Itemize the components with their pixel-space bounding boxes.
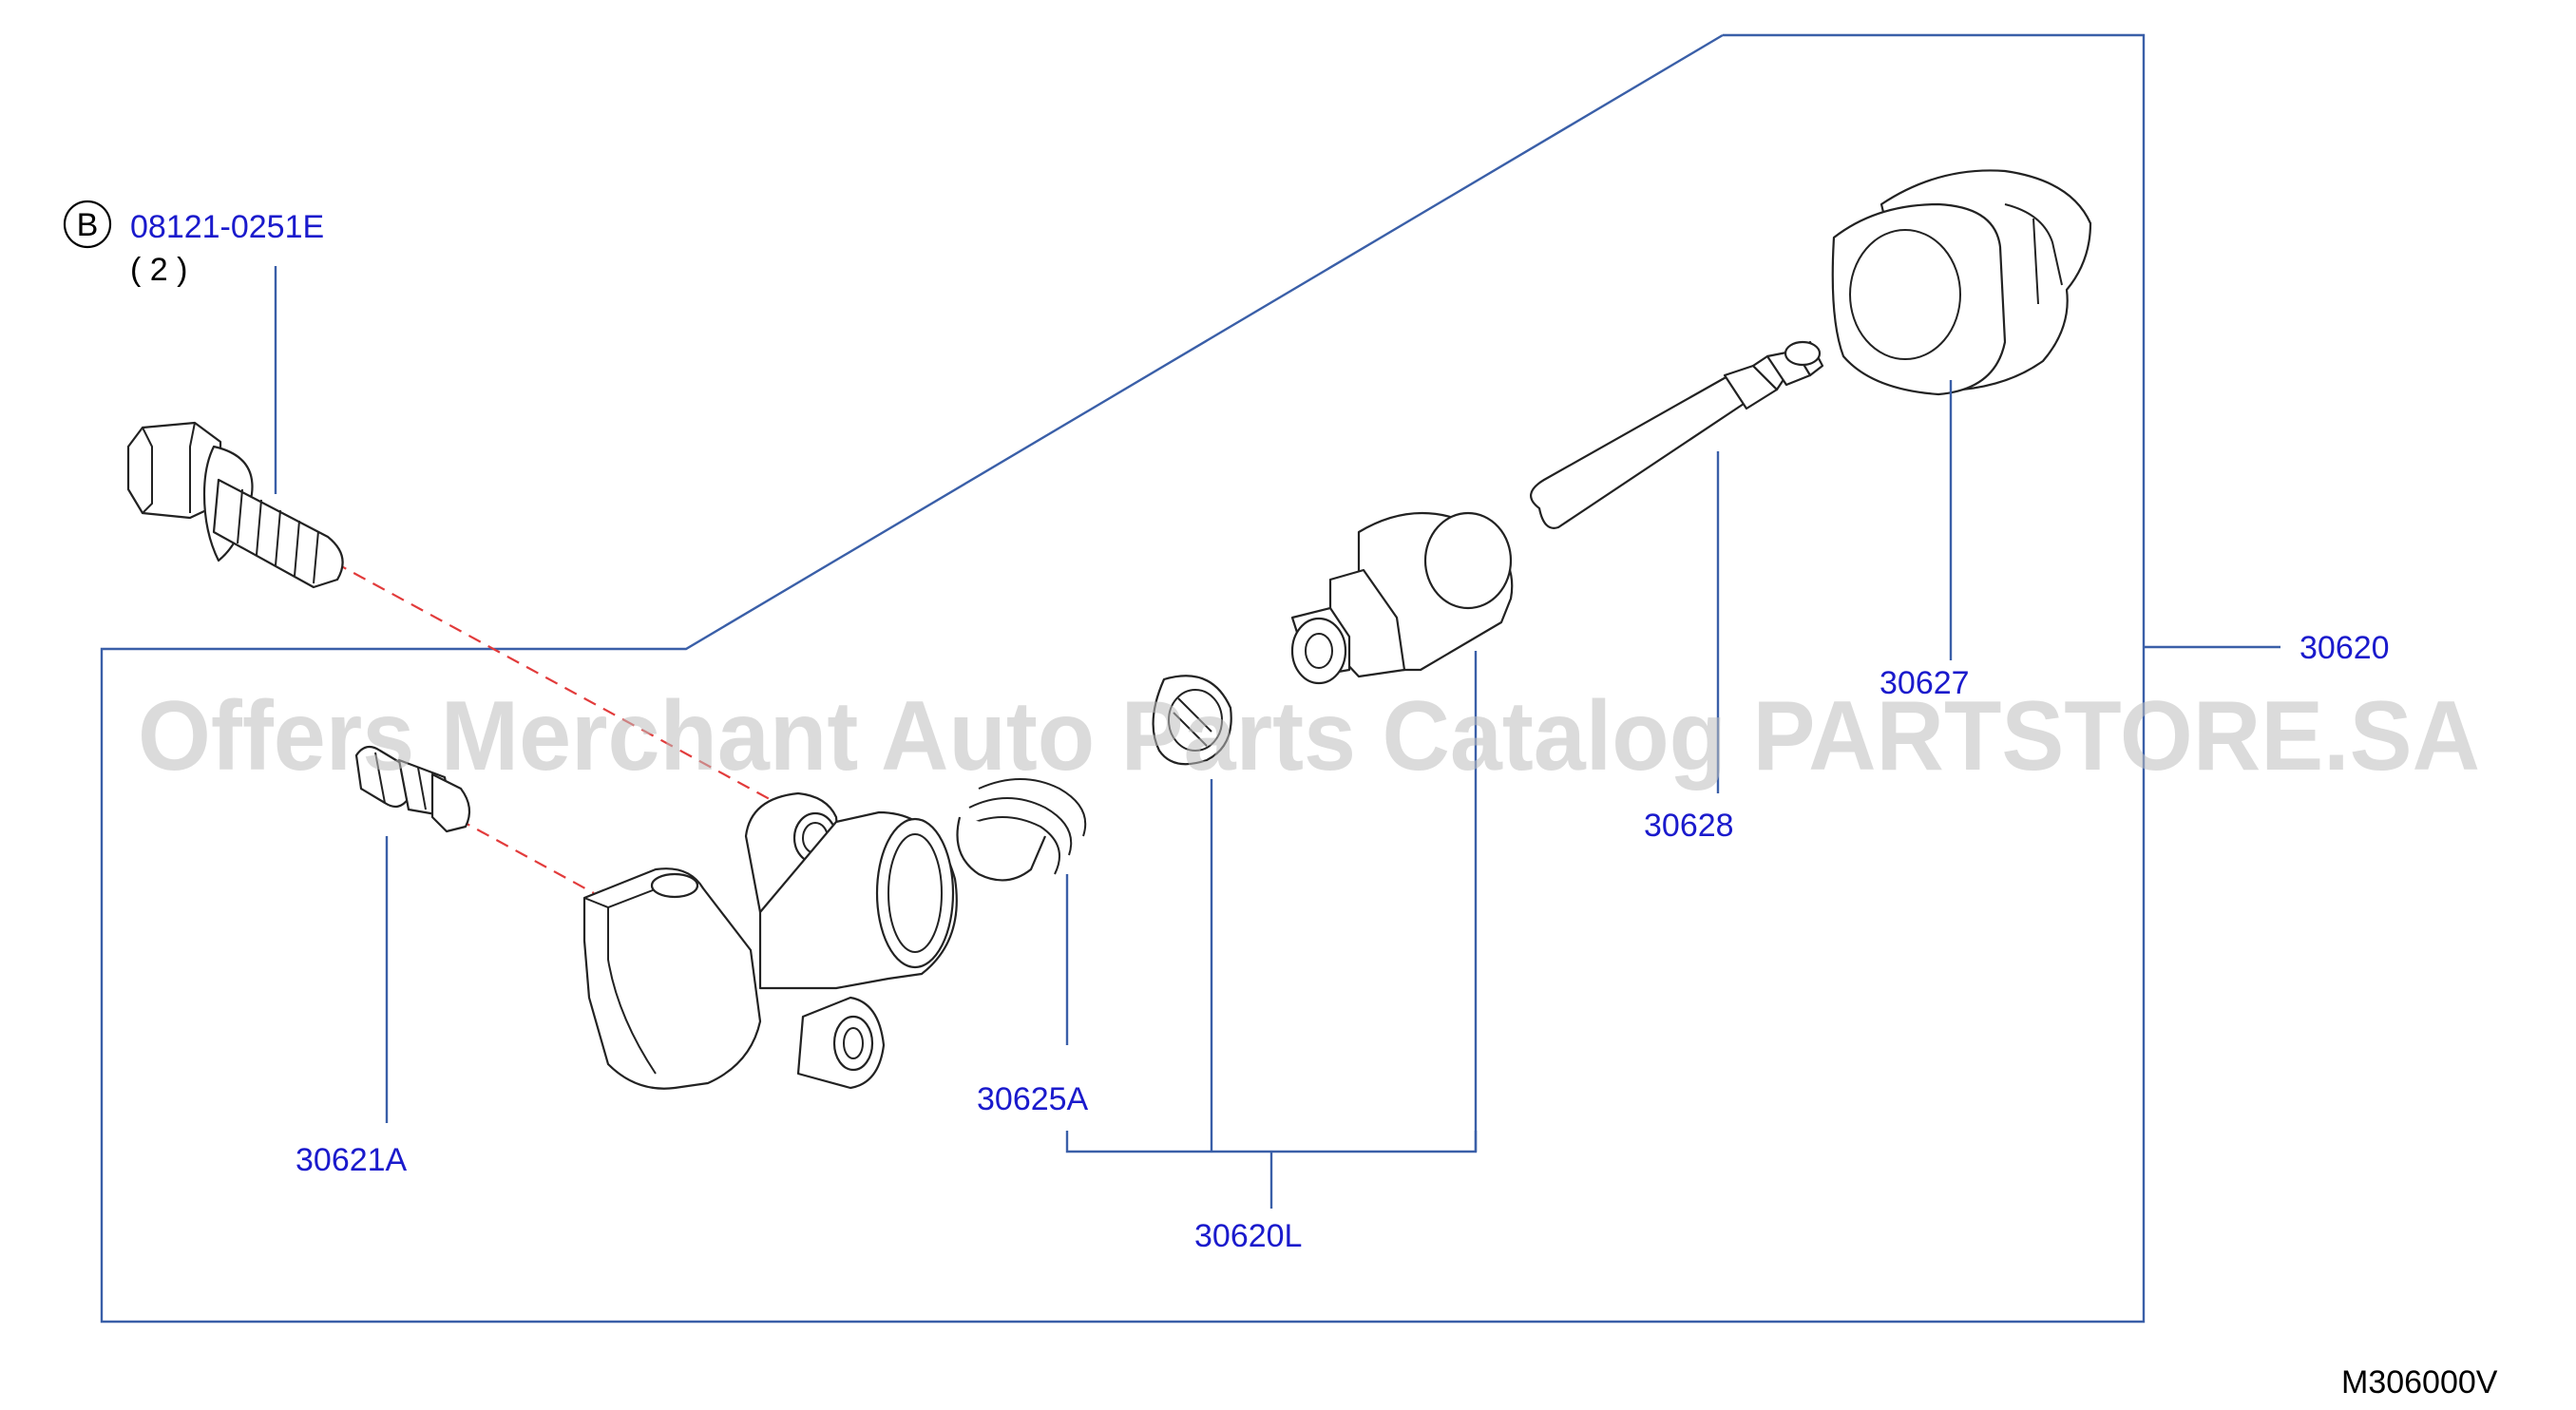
dust-boot-part-label[interactable]: 30627 <box>1880 665 1970 701</box>
watermark: Offers Merchant Auto Parts Catalog PARTS… <box>138 681 2480 791</box>
assembly-frame <box>100 33 2146 1324</box>
piston-icon <box>1290 511 1514 685</box>
bleeder-screw-icon <box>354 745 471 833</box>
assembly-part-label[interactable]: 30620 <box>2299 630 2390 666</box>
piston-spring-icon <box>956 778 1087 882</box>
cylinder-body-icon <box>582 791 958 1090</box>
bleeder-part-label[interactable]: 30621A <box>296 1142 408 1178</box>
repair-kit-part-label[interactable]: 30620L <box>1194 1218 1302 1254</box>
reference-circle <box>63 200 112 249</box>
bolt-qty-label: ( 2 ) <box>130 252 187 288</box>
piston-cup-icon <box>1152 675 1232 766</box>
reference-letter: B <box>77 207 99 243</box>
bleeder-guide-line <box>457 818 595 894</box>
bolt-part-label[interactable]: 08121-0251E <box>130 209 324 245</box>
bolt-icon <box>126 421 344 589</box>
diagram-code: M306000V <box>2341 1364 2498 1400</box>
dust-boot-icon <box>1831 169 2092 396</box>
piston-spring-part-label[interactable]: 30625A <box>977 1081 1089 1117</box>
repair-kit-bracket <box>1065 1131 1478 1153</box>
push-rod-icon <box>1530 340 1824 529</box>
push-rod-part-label[interactable]: 30628 <box>1644 808 1734 844</box>
